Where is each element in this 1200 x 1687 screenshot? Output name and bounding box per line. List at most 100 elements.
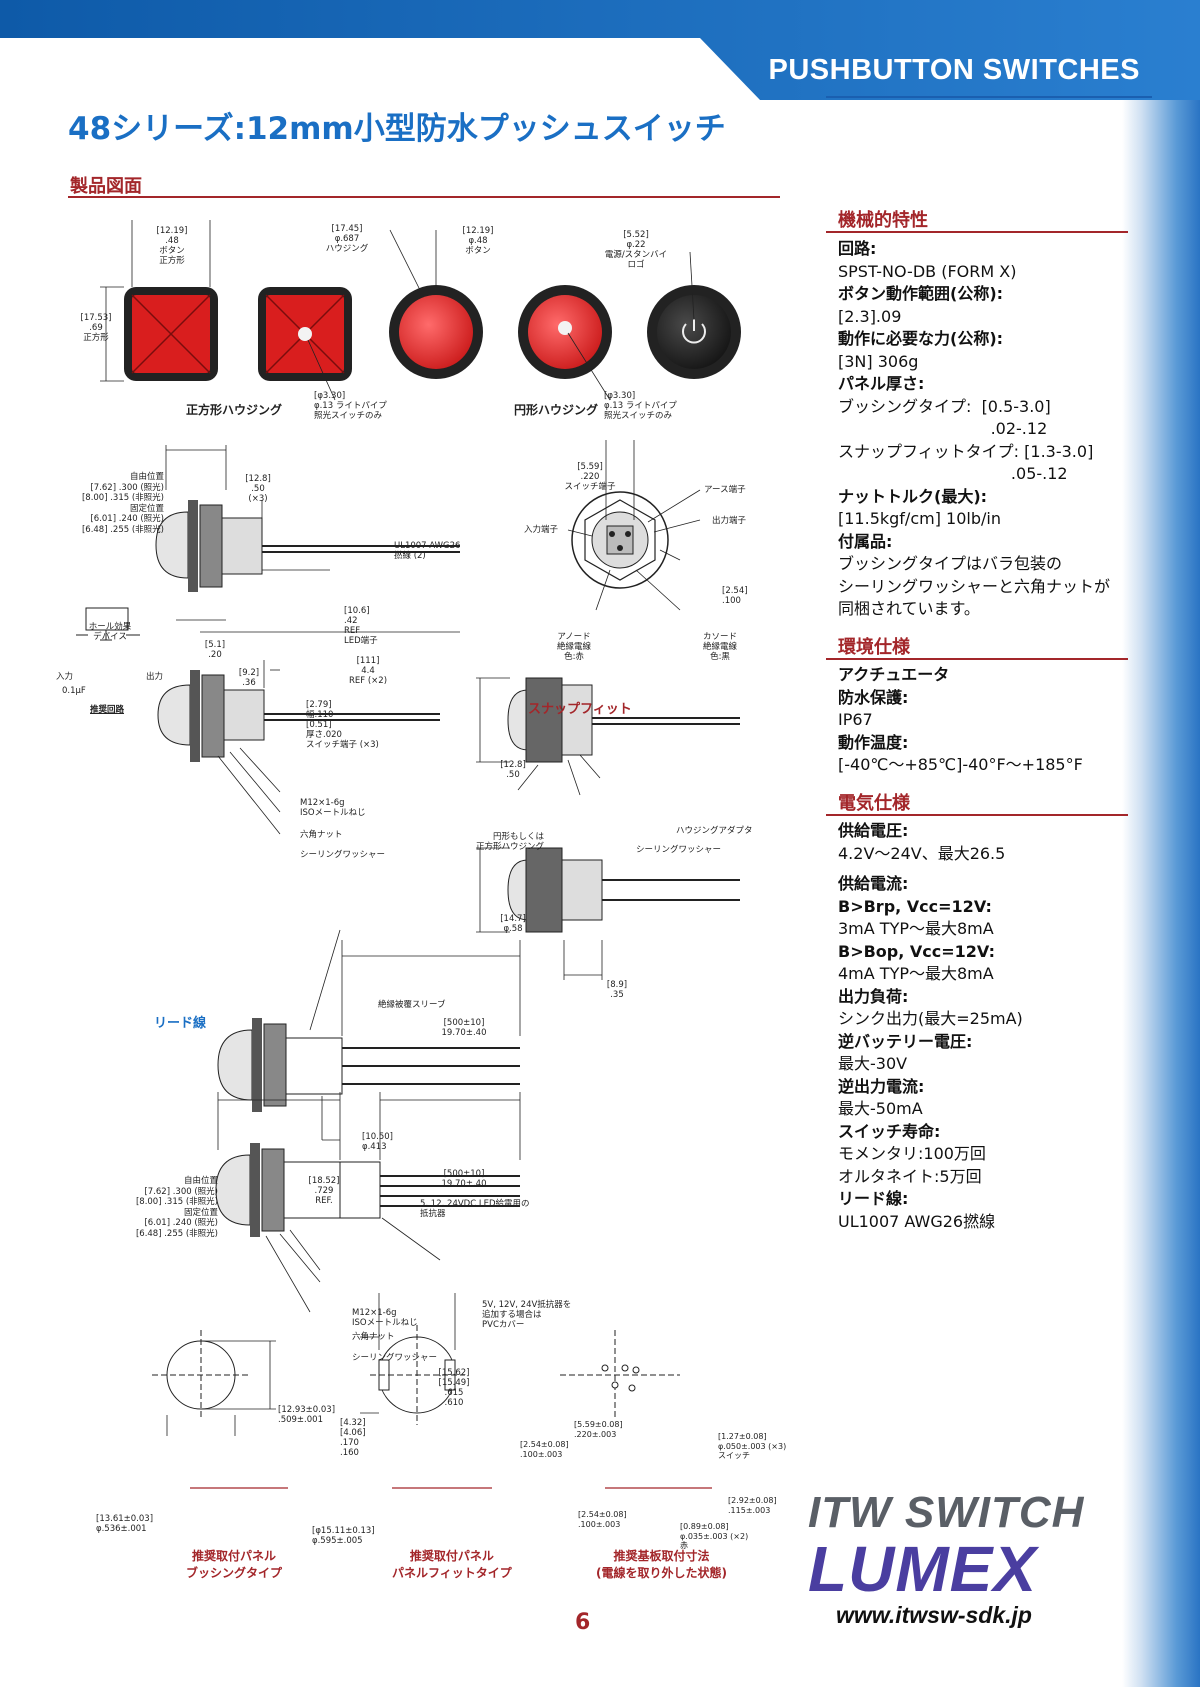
dim-text: M12×1-6g (352, 1308, 397, 1318)
dim-text: φ.536±.001 (96, 1524, 147, 1534)
dim-text: ホール効果 (88, 622, 132, 632)
caption-text: パネルフィットタイプ (392, 1566, 512, 1580)
spec-value: シンク出力(最大=25mA) (838, 1009, 1023, 1028)
dim-5-1: [5.1] .20 (202, 640, 228, 660)
power-logo-button (647, 285, 741, 379)
hex-nut-2: 六角ナット (352, 1332, 395, 1342)
p3-dim-f: [0.89±0.08] φ.035±.003 (×2) 赤 (680, 1522, 748, 1551)
sealing-washer-2: シーリングワッシャー (352, 1353, 438, 1363)
spec-value: [2.3].09 (838, 306, 902, 326)
spec-value: [-40℃〜+85℃]-40°F〜+185°F (838, 755, 1083, 774)
snapfit-dim: [12.8] .50 (500, 760, 526, 780)
dim-text: [1.27±0.08] (718, 1432, 767, 1441)
snapfit-side2 (507, 847, 740, 933)
spec-value: .05-.12 (838, 464, 1068, 483)
spec-value: 3mA TYP〜最大8mA (838, 919, 994, 938)
dim-text: [500±10] (443, 1169, 485, 1179)
header-rule (826, 96, 1152, 98)
dim-text: .220 (580, 472, 600, 482)
snapfit-dim-89: [8.9] .35 (604, 980, 630, 1000)
dim-text: [15.49] (438, 1378, 470, 1388)
output-terminal: 出力端子 (712, 516, 747, 526)
spec-value: UL1007 AWG26撚線 (838, 1211, 996, 1231)
lightpipe-round: [φ3.30] φ.13 ライトパイプ 照光スイッチのみ (604, 391, 677, 421)
dim-text: φ.48 (468, 236, 488, 246)
resistor-lead-drawing (215, 1143, 520, 1237)
dim-text: .48 (165, 236, 179, 246)
dim-text: [111] (356, 656, 380, 666)
dim-text: 正方形 (83, 333, 109, 343)
dim-text: 色:黒 (710, 652, 730, 662)
earth-terminal: アース端子 (704, 485, 746, 495)
spec-value: [3N] 306g (838, 351, 919, 371)
leads-title: リード線 (154, 1016, 207, 1031)
dim-111: [111] 4.4 REF (×2) (346, 656, 390, 686)
p3-dim-b: [2.54±0.08] .100±.003 (520, 1440, 569, 1459)
dim-text: ISOメートルねじ (300, 808, 366, 818)
panel-cutout-panelfit (370, 1325, 465, 1425)
round-housing-front (389, 285, 483, 379)
cathode-label: カソード 絶縁電線 色:黒 (698, 632, 742, 662)
dim-text: φ.595±.005 (312, 1536, 363, 1546)
dim-housing: [17.45] φ.687 ハウジング (322, 224, 372, 254)
spec-label: 逆バッテリー電圧: (838, 1031, 973, 1051)
dim-text: .509±.001 (278, 1415, 323, 1425)
thread-spec-2: M12×1-6g ISOメートルねじ (352, 1308, 418, 1328)
dim-text: スイッチ (718, 1451, 750, 1460)
spec-label: 回路: (838, 239, 877, 258)
spec-value: シーリングワッシャーと六角ナットが (838, 576, 1111, 596)
free-position-dims-2: 自由位置 [7.62] .300 (照光) [8.00] .315 (非照光) … (126, 1176, 218, 1239)
electrical-title: 電気仕様 (838, 793, 910, 814)
snapfit-housing: 円形もしくは 正方形ハウジング (470, 832, 544, 852)
caption-text: 推奨取付パネル (409, 1549, 494, 1563)
dim-text: [12.8] (245, 474, 271, 484)
dim-text: 円形もしくは (492, 832, 544, 842)
mechanical-specs: 回路:SPST-NO-DB (FORM X)ボタン動作範囲(公称):[2.3].… (838, 238, 1130, 621)
spec-value: ブッシングタイプ: [0.5-3.0] (838, 396, 1051, 416)
dim-text: .160 (340, 1448, 359, 1458)
dim-text: φ.58 (503, 924, 523, 934)
dim-text: .115±.003 (728, 1505, 771, 1515)
dim-text: [12.8] (500, 760, 526, 770)
spec-label: リード線: (838, 1189, 909, 1208)
spec-label: アクチュエータ (838, 665, 950, 684)
dim-text: [6.48] .255 (非照光) (135, 1228, 218, 1239)
spec-value: IP67 (838, 710, 873, 729)
housing-adapter: ハウジングアダプタ (676, 826, 753, 836)
lead-dim-500: [500±10] 19.70±.40 (436, 1018, 492, 1038)
free-position-dims: 自由位置 [7.62] .300 (照光) [8.00] .315 (非照光) … (72, 472, 164, 535)
dim-text: φ.035±.003 (×2) (680, 1531, 749, 1541)
spec-value: 最大-30V (838, 1054, 908, 1073)
side-view-drawing (155, 500, 460, 592)
spec-value: SPST-NO-DB (FORM X) (838, 261, 1017, 281)
dim-text: (×3) (248, 494, 268, 504)
dim-text: 赤 (680, 1541, 688, 1550)
anode-label: アノード 絶縁電線 色:赤 (552, 632, 596, 662)
dim-text: [7.62] .300 (照光) (144, 1186, 218, 1197)
dim-text: [5.1] (204, 640, 226, 650)
dim-text: [7.62] .300 (照光) (90, 482, 164, 493)
dim-text: 自由位置 (183, 1176, 218, 1186)
wire-spec: UL1007 AWG26 撚線 (2) (394, 541, 460, 561)
p3-dim-e: [2.54±0.08] .100±.003 (578, 1510, 627, 1529)
res-dim-500: [500±10] 19.70±.40 (436, 1169, 492, 1189)
round-housing-lightpipe (518, 285, 612, 379)
pcb-footprint (560, 1330, 680, 1420)
dim-text: 色:赤 (564, 652, 584, 662)
side-gradient-bar (1122, 100, 1200, 1687)
website-url[interactable]: www.itwsw-sdk.jp (836, 1602, 1032, 1628)
dim-text: φ.22 (626, 240, 646, 250)
spec-value: モメンタリ:100万回 (838, 1144, 986, 1163)
pvc-label: 5V, 12V, 24V抵抗器を 追加する場合は PVCカバー (482, 1300, 571, 1330)
dim-text: .100±.003 (520, 1449, 563, 1459)
spec-label: パネル厚さ: (838, 374, 925, 393)
dim-text: [15.62] (438, 1368, 470, 1378)
spec-label: B>Brp, Vcc=12V: (838, 896, 992, 916)
dim-text: [5.59] (577, 462, 603, 472)
dim-text: .50 (251, 484, 265, 494)
spec-value: .02-.12 (838, 419, 1048, 438)
spec-label: 付属品: (838, 531, 893, 551)
p3-dim-a: [5.59±0.08] .220±.003 (574, 1420, 623, 1439)
